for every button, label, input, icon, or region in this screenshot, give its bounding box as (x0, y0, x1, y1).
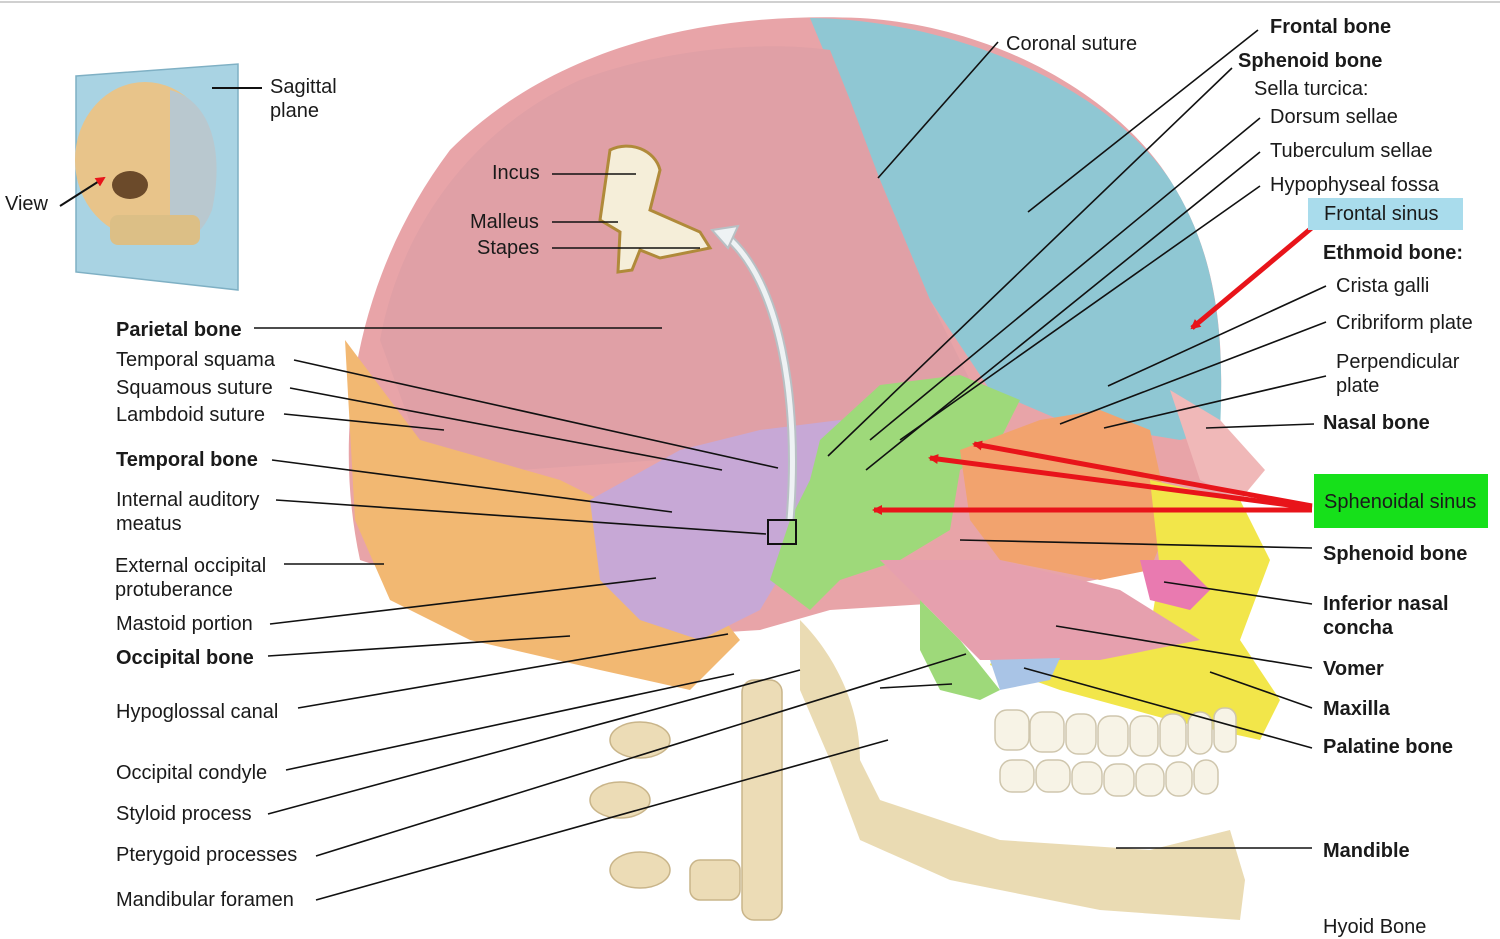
label-occipital-condyle: Occipital condyle (116, 762, 268, 784)
label-tuberculum-sellae: Tuberculum sellae (1270, 140, 1433, 162)
label-external-occipital-protuberance: External occipital protuberance (115, 555, 267, 601)
skull-illustration (345, 17, 1280, 921)
inset-sagittal-view (59, 63, 262, 291)
label-crista-galli: Crista galli (1336, 275, 1430, 297)
label-maxilla: Maxilla (1323, 698, 1390, 720)
label-internal-auditory-meatus: Internal auditory meatus (116, 489, 260, 535)
label-mandibular-foramen: Mandibular foramen (116, 889, 294, 911)
label-perpendicular-plate: Perpendicular plate (1336, 351, 1460, 397)
label-cribriform-plate: Cribriform plate (1336, 312, 1473, 334)
label-hyoid-bone: Hyoid Bone (1323, 916, 1427, 938)
label-styloid-process: Styloid process (116, 803, 252, 825)
label-incus: Incus (492, 162, 540, 184)
frontal-sinus-arrow (1190, 224, 1316, 330)
label-sella-turcica: Sella turcica: (1254, 78, 1369, 100)
label-palatine-bone: Palatine bone (1323, 736, 1454, 758)
label-stapes: Stapes (477, 237, 540, 259)
label-inferior-nasal-concha: Inferior nasal concha (1323, 593, 1449, 639)
label-ethmoid-bone: Ethmoid bone: (1323, 242, 1463, 264)
label-sagittal-plane: Sagittal plane (270, 76, 337, 122)
label-temporal-squama: Temporal squama (116, 349, 275, 371)
label-lambdoid-suture: Lambdoid suture (116, 404, 265, 426)
label-vomer: Vomer (1323, 658, 1384, 680)
label-malleus: Malleus (470, 211, 539, 233)
leader-lines (254, 29, 1327, 901)
sphenoidal-sinus-arrow-1 (972, 440, 1313, 509)
label-frontal-bone: Frontal bone (1270, 16, 1392, 38)
label-temporal-bone: Temporal bone (116, 449, 258, 471)
label-parietal-bone: Parietal bone (116, 319, 242, 341)
red-arrows (872, 224, 1316, 515)
label-view: View (5, 193, 48, 215)
label-hypophyseal-fossa: Hypophyseal fossa (1270, 174, 1439, 196)
label-frontal-sinus: Frontal sinus (1308, 198, 1463, 230)
label-occipital-bone: Occipital bone (116, 647, 254, 669)
label-mandible: Mandible (1323, 840, 1410, 862)
label-pterygoid-processes: Pterygoid processes (116, 844, 298, 866)
label-hypoglossal-canal: Hypoglossal canal (116, 701, 279, 723)
label-coronal-suture: Coronal suture (1006, 33, 1138, 55)
label-mastoid-portion: Mastoid portion (116, 613, 253, 635)
label-sphenoid-bone: Sphenoid bone (1323, 543, 1468, 565)
sphenoidal-sinus-arrow-2 (928, 454, 1313, 511)
label-squamous-suture: Squamous suture (116, 377, 273, 399)
label-nasal-bone: Nasal bone (1323, 412, 1430, 434)
label-sphenoid-bone-top: Sphenoid bone (1238, 50, 1383, 72)
label-dorsum-sellae: Dorsum sellae (1270, 106, 1398, 128)
label-sphenoidal-sinus: Sphenoidal sinus (1314, 474, 1489, 528)
